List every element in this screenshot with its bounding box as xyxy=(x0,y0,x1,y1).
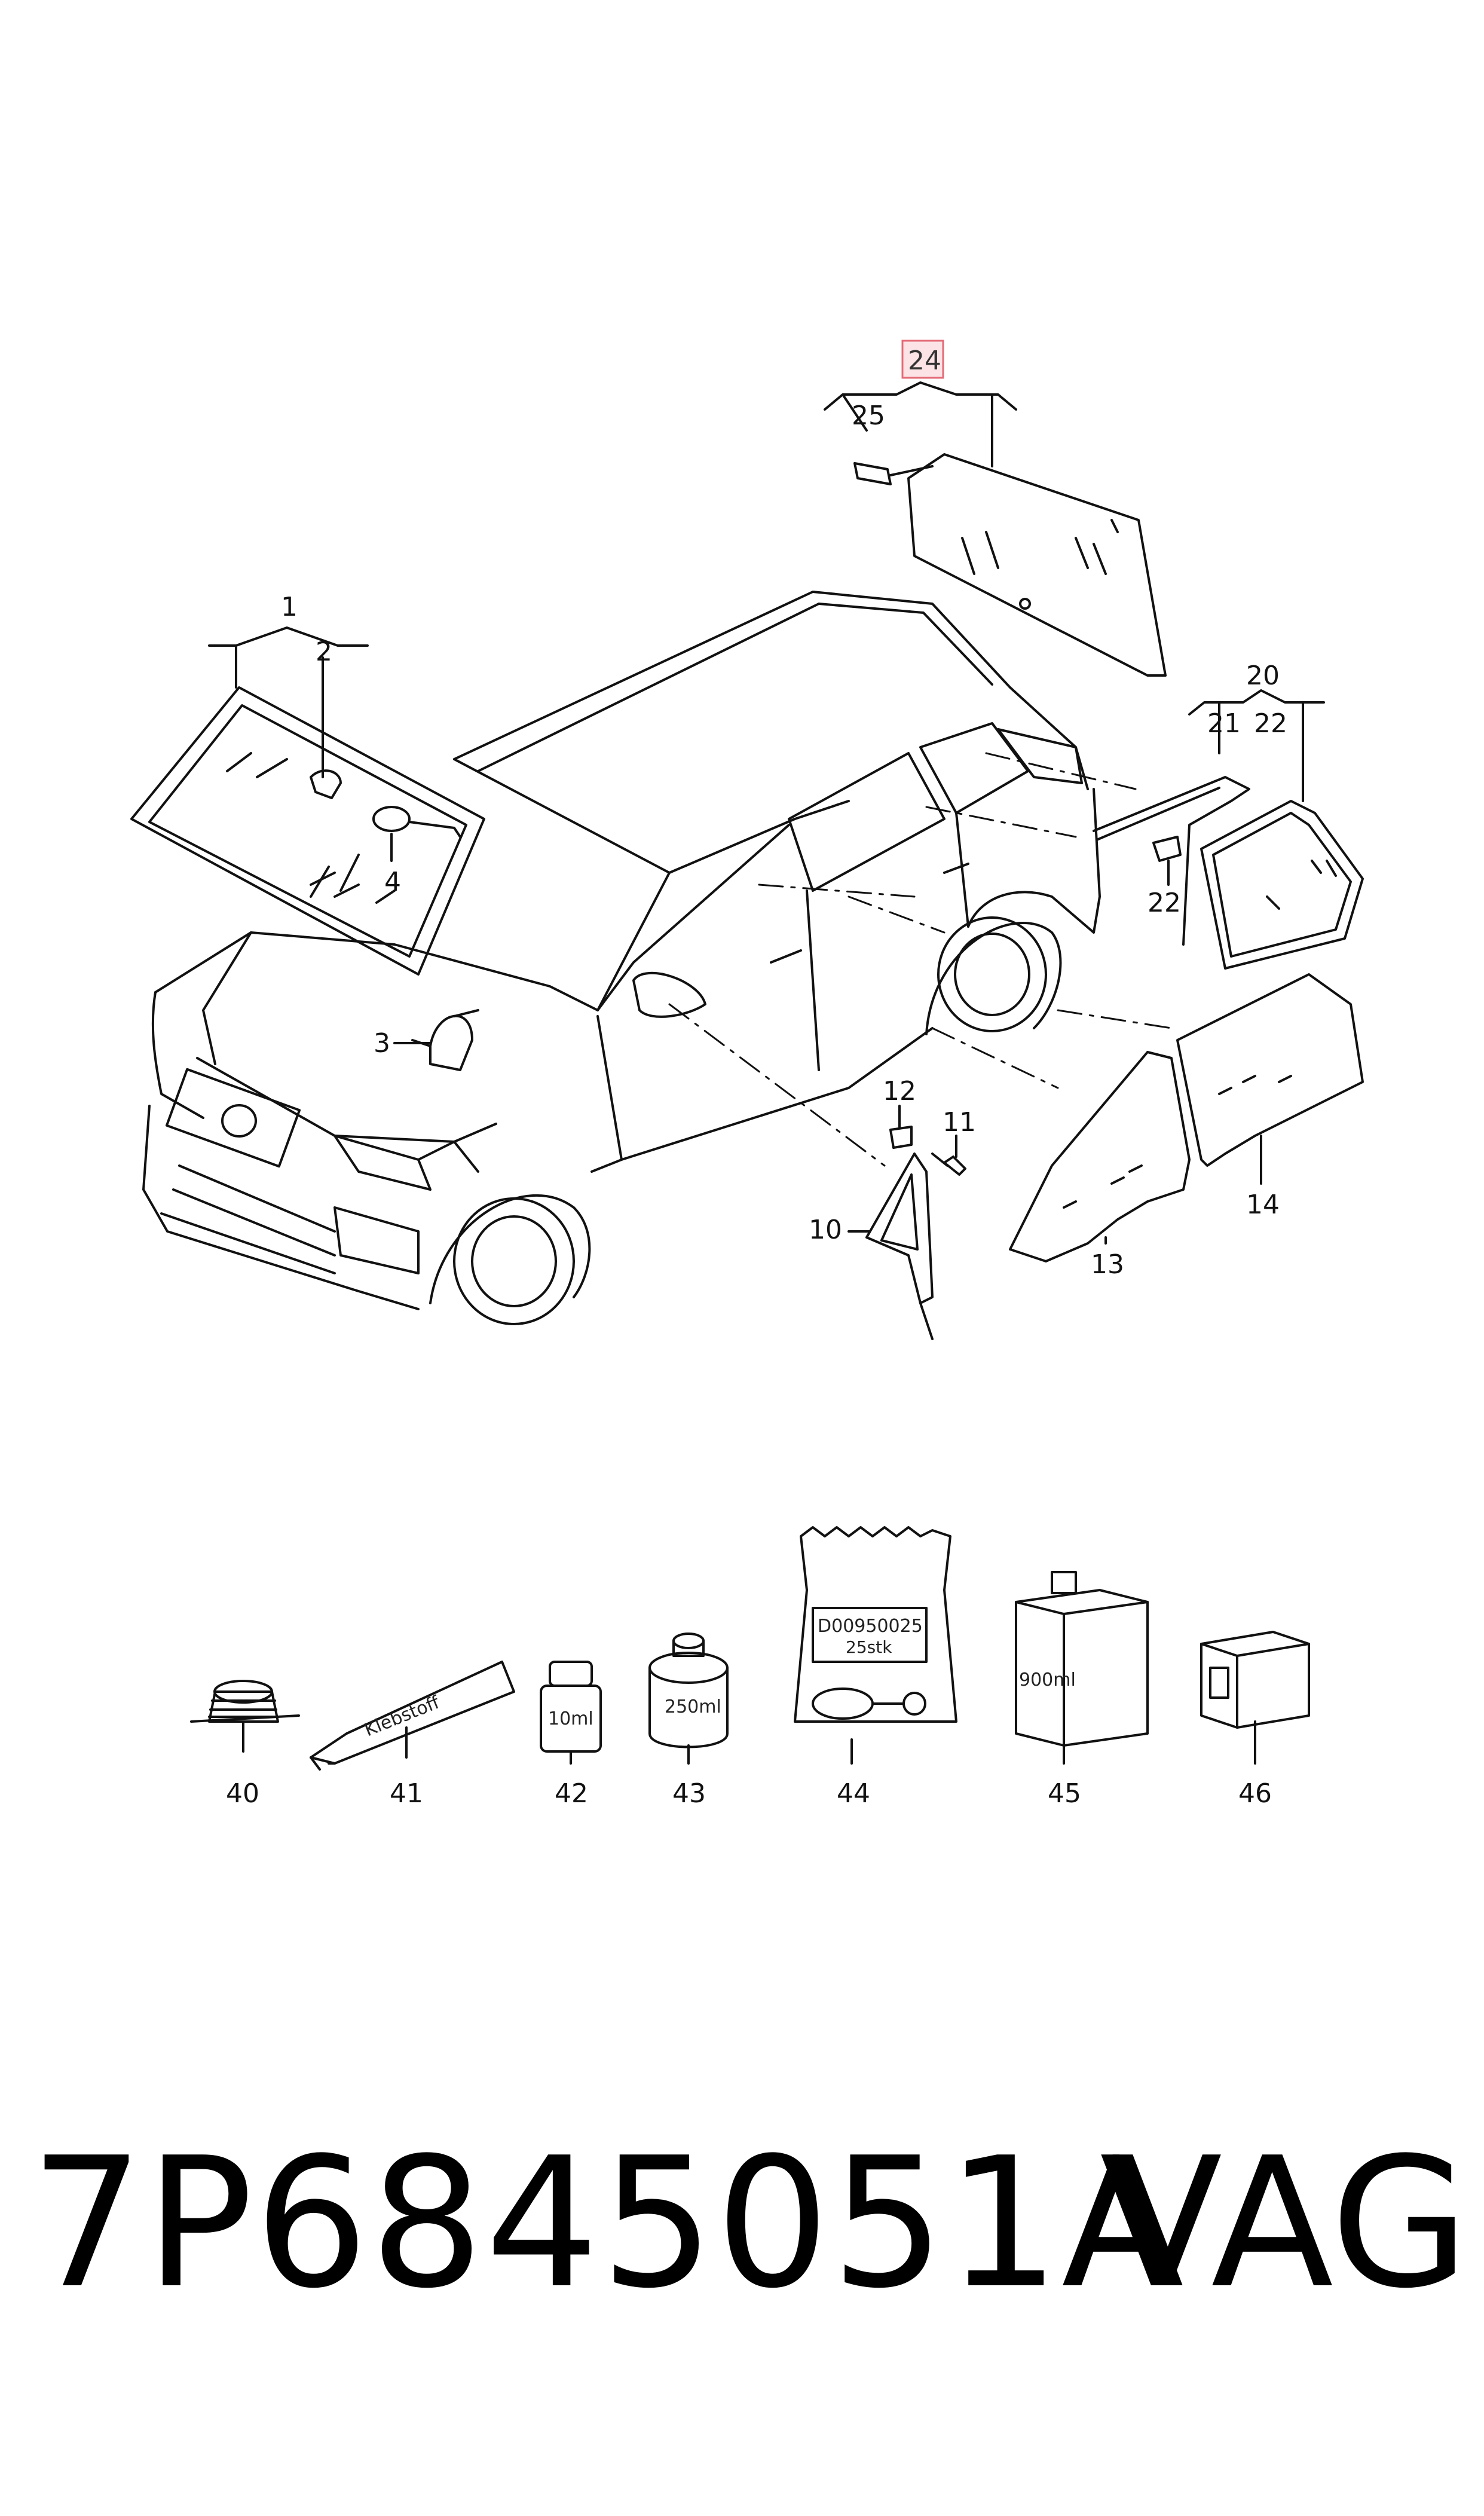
callout-bracket-1 xyxy=(208,626,369,778)
callout-24-highlight xyxy=(901,340,944,379)
bag-qty-label: 25stk xyxy=(846,1637,892,1657)
callout-22-a: 22 xyxy=(1254,708,1287,739)
callout-42: 42 xyxy=(555,1778,588,1809)
clip-part xyxy=(1152,836,1182,862)
window-seal-part xyxy=(1093,776,1250,946)
callout-43: 43 xyxy=(672,1778,706,1809)
callout-11: 11 xyxy=(943,1107,976,1138)
callout-44: 44 xyxy=(837,1778,870,1809)
callout-bracket-20 xyxy=(1188,689,1325,802)
bag-part xyxy=(794,1526,957,1765)
mirror-mount-part xyxy=(310,769,342,799)
small-bottle-part xyxy=(540,1661,602,1765)
callout-25: 25 xyxy=(852,401,885,431)
triangle-window-part xyxy=(865,1152,934,1340)
vehicle-outline xyxy=(142,591,1101,1325)
callout-1: 1 xyxy=(281,592,298,622)
part-number: 7P6845051A xyxy=(30,2119,1186,2328)
can-part xyxy=(648,1633,729,1765)
callout-3: 3 xyxy=(374,1028,390,1059)
callout-10: 10 xyxy=(809,1215,842,1245)
grommet-part xyxy=(889,1126,913,1149)
sensor-bracket-part xyxy=(411,1009,479,1071)
box-label: 900ml xyxy=(1019,1670,1076,1690)
adhesive-tube-part xyxy=(310,1661,515,1771)
callout-24: 24 xyxy=(908,346,941,376)
callout-14: 14 xyxy=(1246,1190,1280,1220)
callout-4: 4 xyxy=(384,867,401,897)
callout-2: 2 xyxy=(316,637,332,667)
bottle-label: 10ml xyxy=(548,1708,593,1729)
quarter-window-part xyxy=(1200,800,1364,970)
callout-40: 40 xyxy=(226,1778,259,1809)
callout-12: 12 xyxy=(883,1076,916,1106)
callout-46: 46 xyxy=(1238,1778,1272,1809)
callout-45: 45 xyxy=(1048,1778,1081,1809)
callout-20: 20 xyxy=(1246,661,1280,691)
screw-part xyxy=(931,1152,966,1176)
front-door-window-part xyxy=(1009,1051,1191,1262)
rain-sensor-part xyxy=(372,806,461,838)
can-label: 250ml xyxy=(665,1696,721,1717)
callout-13: 13 xyxy=(1091,1249,1124,1280)
callout-bracket-24 xyxy=(824,381,1017,467)
bag-code-label: D00950025 xyxy=(818,1616,923,1637)
windshield-part xyxy=(130,686,485,976)
small-box-part xyxy=(1200,1631,1310,1765)
callout-22-b: 22 xyxy=(1148,888,1181,918)
rear-door-window-part xyxy=(1176,973,1364,1167)
rear-window-part xyxy=(907,453,1167,677)
callout-21: 21 xyxy=(1207,708,1241,739)
brand-label: VAG xyxy=(1100,2119,1470,2328)
tube-label: Klebstoff xyxy=(362,1692,443,1741)
box-part xyxy=(1015,1571,1149,1765)
callout-41: 41 xyxy=(390,1778,423,1809)
adhesive-plug-part xyxy=(853,462,934,485)
grommet-cone-part xyxy=(190,1680,300,1753)
